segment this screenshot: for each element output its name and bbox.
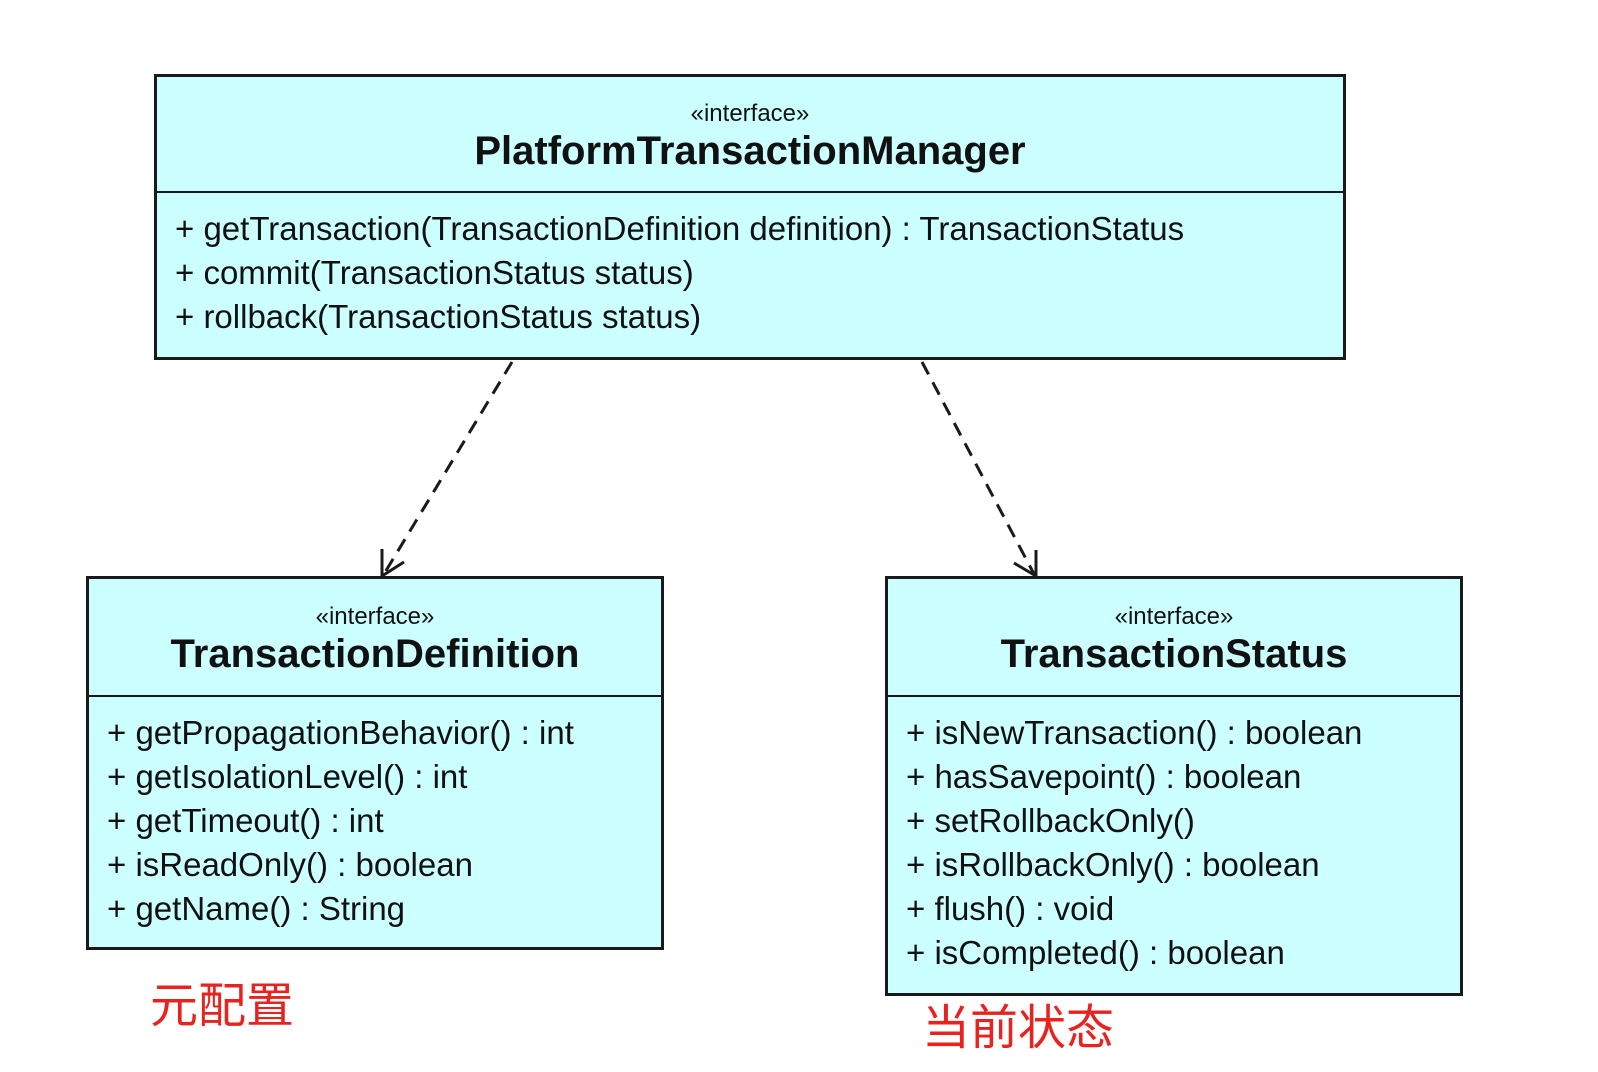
method-list: + getTransaction(TransactionDefinition d… [157,193,1343,339]
method-list: + getPropagationBehavior() : int + getIs… [89,697,661,931]
method-is-new-transaction: + isNewTransaction() : boolean [906,714,1363,751]
method-has-savepoint: + hasSavepoint() : boolean [906,758,1302,795]
class-header: «interface» TransactionDefinition [89,579,661,697]
stereotype-label: «interface» [690,100,810,127]
status-note: 当前状态 [922,1000,1115,1056]
class-header: «interface» PlatformTransactionManager [157,77,1343,193]
method-flush: + flush() : void [906,890,1115,927]
method-get-name: + getName() : String [107,890,406,927]
class-name: PlatformTransactionManager [474,129,1026,173]
method-is-read-only: + isReadOnly() : boolean [107,846,473,883]
method-is-rollback-only: + isRollbackOnly() : boolean [906,846,1320,883]
method-get-transaction: + getTransaction(TransactionDefinition d… [175,210,1185,247]
method-get-isolation-level: + getIsolationLevel() : int [107,758,468,795]
class-platform-transaction-manager: «interface» PlatformTransactionManager +… [154,74,1346,360]
dependency-arrow-to-status [920,361,1038,579]
method-get-timeout: + getTimeout() : int [107,802,384,839]
stereotype-label: «interface» [315,603,435,630]
method-get-propagation-behavior: + getPropagationBehavior() : int [107,714,574,751]
class-name: TransactionStatus [1000,632,1348,676]
class-transaction-definition: «interface» TransactionDefinition + getP… [86,576,664,950]
definition-note: 元配置 [150,978,295,1034]
method-list: + isNewTransaction() : boolean + hasSave… [888,697,1460,975]
method-set-rollback-only: + setRollbackOnly() [906,802,1195,839]
stereotype-label: «interface» [1114,603,1234,630]
dependency-arrow-to-definition [380,361,514,579]
method-rollback: + rollback(TransactionStatus status) [175,298,702,335]
class-name: TransactionDefinition [170,632,580,676]
class-transaction-status: «interface» TransactionStatus + isNewTra… [885,576,1463,996]
method-is-completed: + isCompleted() : boolean [906,934,1285,971]
class-header: «interface» TransactionStatus [888,579,1460,697]
method-commit: + commit(TransactionStatus status) [175,254,694,291]
